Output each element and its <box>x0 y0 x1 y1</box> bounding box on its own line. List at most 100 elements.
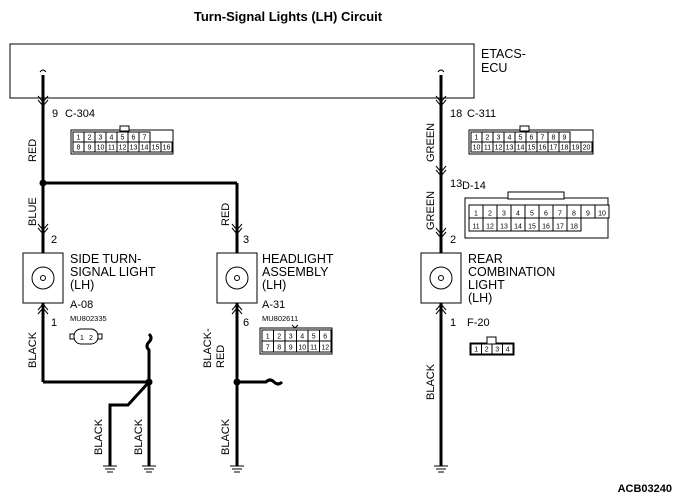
a08-pin-bottom: 1 <box>51 317 57 329</box>
connector-pin-cell <box>502 343 514 355</box>
connector-pin-number: 15 <box>528 224 536 231</box>
connector-pin-number: 6 <box>544 211 548 218</box>
connector-pin-number: 2 <box>486 135 490 142</box>
connector-pin-number: 2 <box>277 334 281 341</box>
connector-pin-cell <box>566 217 582 232</box>
connector-pin-number: 6 <box>132 135 136 142</box>
bulb-icon <box>429 266 453 290</box>
connector-pin-number: 1 <box>474 347 478 354</box>
connector-pin-number: 8 <box>77 145 81 152</box>
wire-arrow-icon <box>435 227 447 239</box>
wire-label-black-2: BLACK <box>93 418 105 455</box>
connector-pin-number: 20 <box>583 145 591 152</box>
a31-pin-bottom: 6 <box>243 317 249 329</box>
connector-pin-number: 7 <box>266 345 270 352</box>
connector-pin-number: 6 <box>323 334 327 341</box>
connector-pin-number: 1 <box>266 334 270 341</box>
connector-pin-number: 16 <box>542 224 550 231</box>
connector-pin-number: 3 <box>289 334 293 341</box>
connector-pin-number: 12 <box>119 145 127 152</box>
connector-pin-number: 11 <box>310 345 317 352</box>
connector-pin-number: 2 <box>485 347 489 354</box>
connector-pin-number: 12 <box>486 224 494 231</box>
connector-pin-number: 8 <box>552 135 556 142</box>
connector-a08: 1 2 <box>69 328 103 345</box>
wire-black-branch-right <box>237 378 284 386</box>
wire-black-up <box>145 332 153 382</box>
headlight-box <box>216 252 258 304</box>
connector-pin-number: 8 <box>277 345 281 352</box>
wire-label-black-red-1: BLACK- <box>202 328 214 368</box>
connector-pin-number: 5 <box>530 211 534 218</box>
wire-label-green-2: GREEN <box>425 191 437 230</box>
connector-pin-number: 13 <box>130 145 138 152</box>
headlight-label-2: ASSEMBLY <box>262 265 329 279</box>
connector-pin-number: 3 <box>99 135 103 142</box>
a08-pin-top: 2 <box>51 234 57 246</box>
ground-icon <box>230 465 244 473</box>
c304-name: C-304 <box>65 108 95 120</box>
connector-pin-number: 15 <box>528 145 536 152</box>
connector-pin-number: 10 <box>97 145 105 152</box>
wire-label-black-3: BLACK <box>133 418 145 455</box>
connector-pin-cell <box>160 141 173 153</box>
connector-pin-number: 11 <box>484 145 491 152</box>
connector-pin-number: 10 <box>298 345 306 352</box>
d14-pin: 13 <box>450 178 462 190</box>
connector-pin-number: 4 <box>508 135 512 142</box>
connector-pin-number: 9 <box>586 211 590 218</box>
wire-arrow-icon <box>435 165 447 177</box>
connector-pin-number: 4 <box>300 334 304 341</box>
connector-pin-number: 3 <box>497 135 501 142</box>
ecu-box <box>9 43 475 99</box>
side-light-label-3: (LH) <box>70 278 94 292</box>
connector-pin-number: 2 <box>488 211 492 218</box>
ground-icon <box>142 465 156 473</box>
connector-pin-number: 11 <box>108 145 115 152</box>
wire-label-blue: BLUE <box>27 197 39 226</box>
connector-pin-number: 3 <box>502 211 506 218</box>
ecu-label-2: ECU <box>481 61 507 75</box>
ecu-terminal-left-icon <box>39 69 47 73</box>
bulb-filament-icon <box>438 275 444 281</box>
connector-pin-number: 1 <box>474 211 478 218</box>
connector-pin-number: 16 <box>539 145 547 152</box>
svg-text:1: 1 <box>80 335 84 342</box>
connector-pin-number: 13 <box>506 145 514 152</box>
a08-part: MU802335 <box>70 314 107 323</box>
connector-pin-cell <box>594 204 610 219</box>
figure-code: ACB03240 <box>618 483 672 495</box>
d14-name: D-14 <box>462 180 486 192</box>
connector-pin-number: 18 <box>570 224 578 231</box>
connector-pin-number: 14 <box>514 224 522 231</box>
c311-pin: 18 <box>450 108 462 120</box>
connector-pin-number: 11 <box>472 224 479 231</box>
connector-pin-number: 7 <box>143 135 147 142</box>
connector-pin-number: 4 <box>110 135 114 142</box>
connector-pin-number: 18 <box>561 145 569 152</box>
headlight-label-1: HEADLIGHT <box>262 252 334 266</box>
connector-pin-number: 12 <box>321 345 329 352</box>
connector-pin-number: 10 <box>473 145 481 152</box>
wire-arrow-icon <box>37 95 49 107</box>
connector-pin-number: 4 <box>506 347 510 354</box>
connector-pin-number: 9 <box>88 145 92 152</box>
wire-label-black-red-2: RED <box>215 345 227 368</box>
bulb-icon <box>225 266 249 290</box>
connector-pin-number: 8 <box>572 211 576 218</box>
a31-name: A-31 <box>262 299 285 311</box>
connector-pin-number: 16 <box>163 145 171 152</box>
connector-pin-number: 6 <box>530 135 534 142</box>
wire-arrow-icon <box>231 303 243 315</box>
connector-pin-number: 12 <box>495 145 503 152</box>
ecu-terminal-right-icon <box>437 69 445 73</box>
connector-pin-number: 15 <box>152 145 160 152</box>
connector-pin-number: 5 <box>121 135 125 142</box>
c311-name: C-311 <box>467 108 496 120</box>
headlight-label-3: (LH) <box>262 278 286 292</box>
